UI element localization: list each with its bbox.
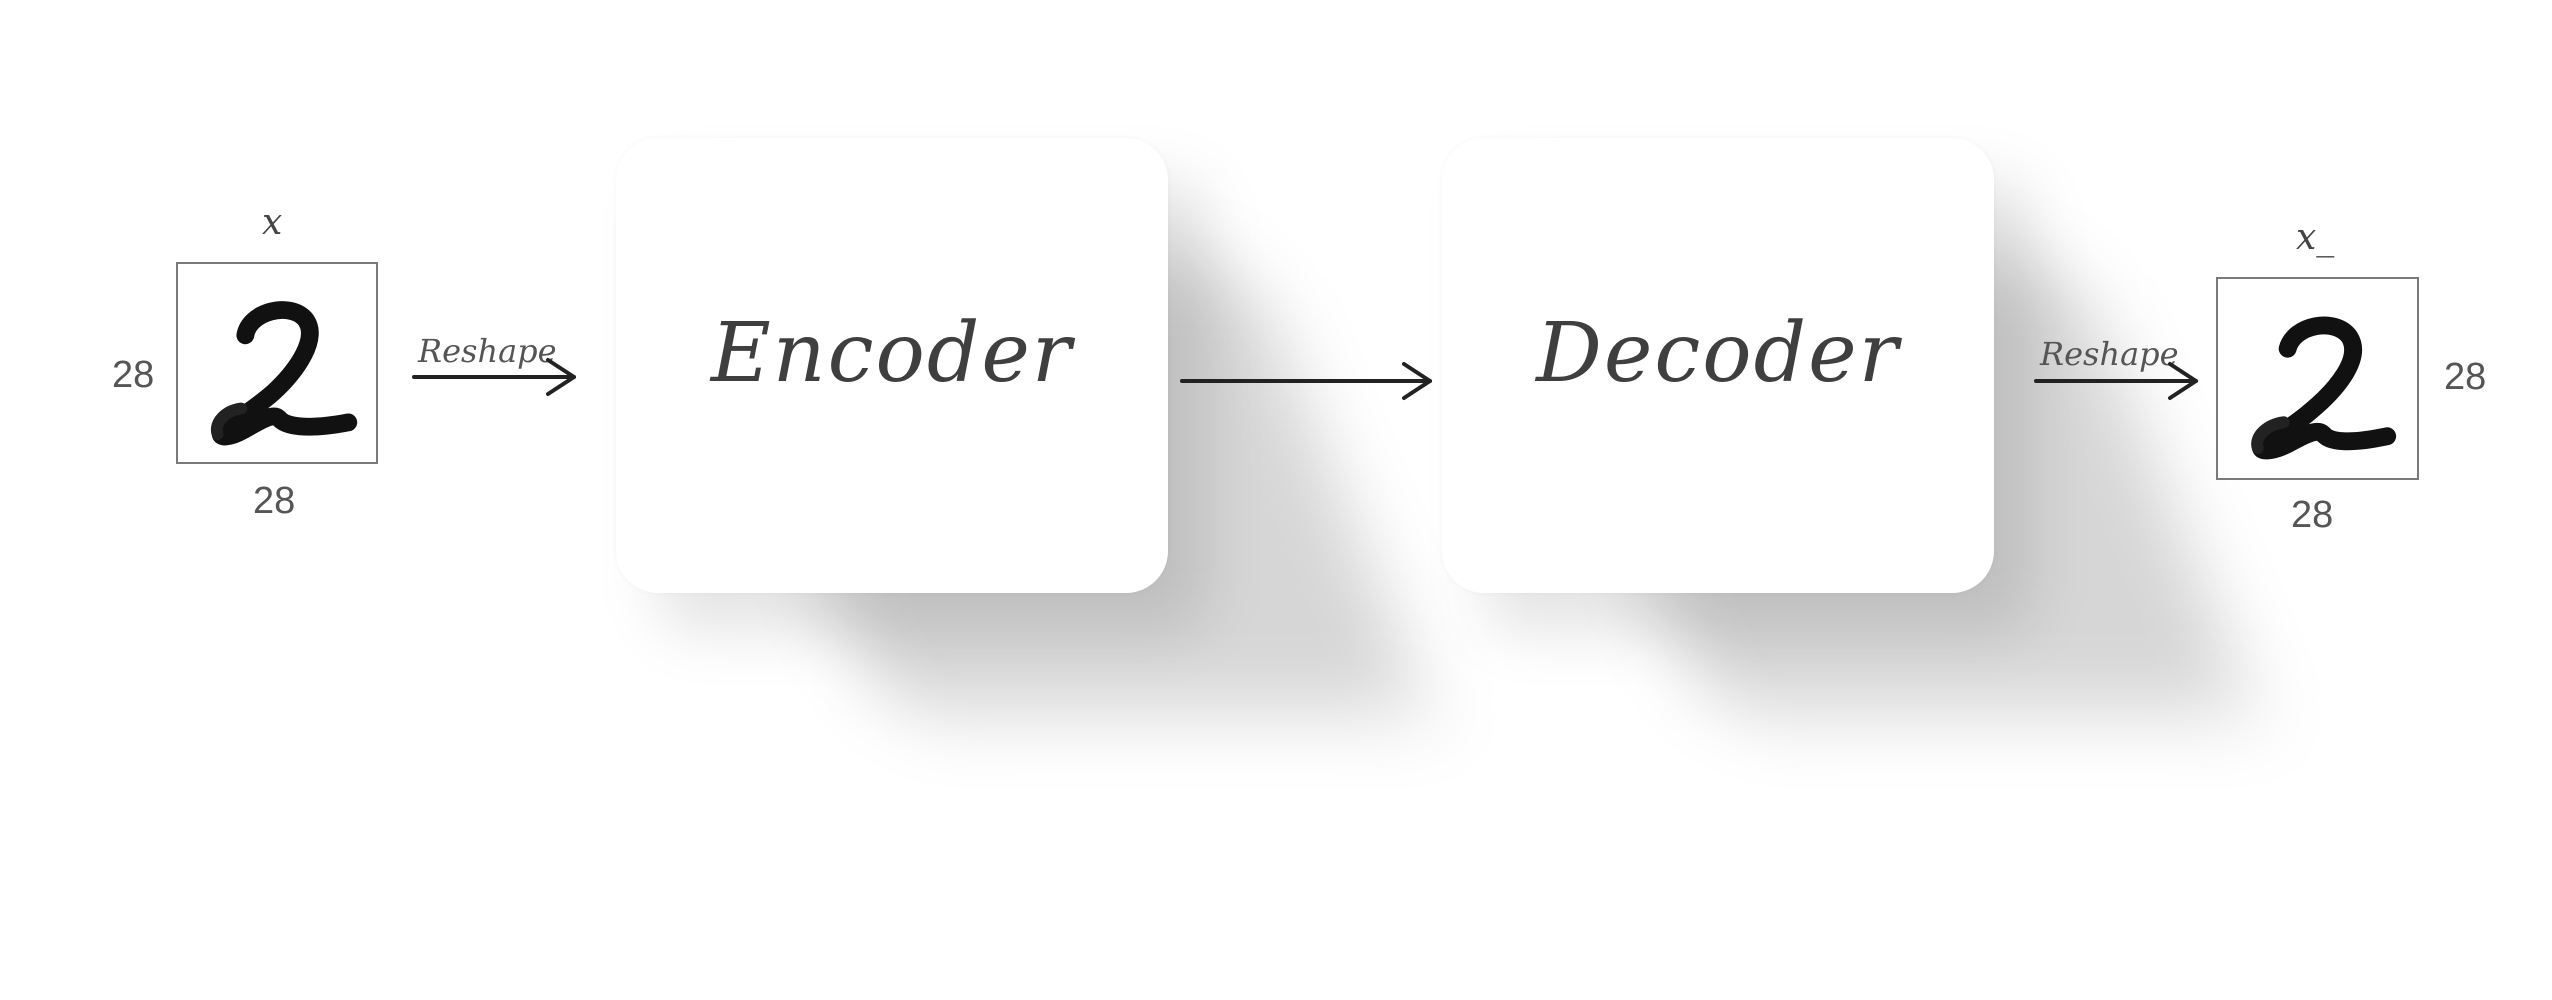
- input-digit-image: [176, 262, 378, 464]
- reshape-label-left: Reshape: [418, 332, 557, 370]
- output-label: x_: [2296, 217, 2335, 258]
- input-label: x: [262, 202, 283, 243]
- decoder-block: Decoder: [1442, 138, 2256, 713]
- digit-two-icon: [2251, 316, 2397, 460]
- decoder-title: Decoder: [1536, 306, 1900, 401]
- reshape-label-right: Reshape: [2040, 335, 2179, 373]
- digit-two-icon: [210, 301, 358, 446]
- encoder-block: Encoder: [616, 138, 1430, 713]
- encoder-title: Encoder: [710, 306, 1074, 401]
- output-height-label: 28: [2444, 356, 2487, 398]
- input-width-label: 28: [253, 480, 296, 522]
- output-width-label: 28: [2291, 494, 2334, 536]
- input-height-label: 28: [112, 354, 155, 396]
- output-digit-image: [2216, 277, 2419, 480]
